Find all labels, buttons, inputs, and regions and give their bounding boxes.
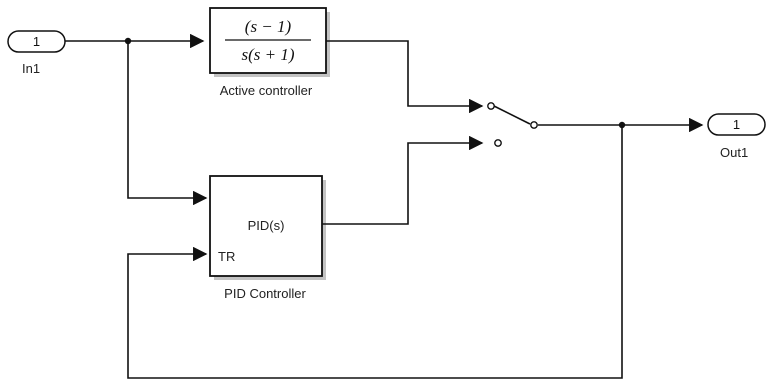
active-controller-label: Active controller (220, 83, 313, 98)
transfer-function-denominator: s(s + 1) (241, 45, 294, 64)
signal-line-feedback-to-tr[interactable] (127, 125, 623, 379)
transfer-function-numerator: (s − 1) (245, 17, 292, 36)
switch-input-top (487, 102, 495, 110)
outport-out1[interactable]: 1 (707, 113, 766, 136)
inport-number: 1 (33, 34, 40, 49)
outport-number: 1 (733, 117, 740, 132)
switch-lever (493, 105, 531, 125)
signal-line-pid-to-switch[interactable] (322, 135, 484, 225)
manual-switch[interactable] (487, 102, 538, 147)
inport-in1[interactable]: 1 (7, 30, 66, 53)
pid-block-text: PID(s) (248, 218, 285, 233)
switch-input-bottom (494, 139, 502, 147)
signal-line-in1-to-pid[interactable] (127, 41, 208, 206)
outport-label: Out1 (720, 145, 748, 160)
signal-line-active-to-switch[interactable] (326, 40, 484, 114)
pid-tr-port-label: TR (218, 249, 235, 264)
pid-controller-label: PID Controller (224, 286, 306, 301)
inport-label: In1 (22, 61, 40, 76)
switch-output (530, 121, 538, 129)
pid-controller-block[interactable]: PID(s) TR (209, 175, 324, 278)
active-controller-block[interactable]: (s − 1) s(s + 1) (209, 7, 328, 75)
